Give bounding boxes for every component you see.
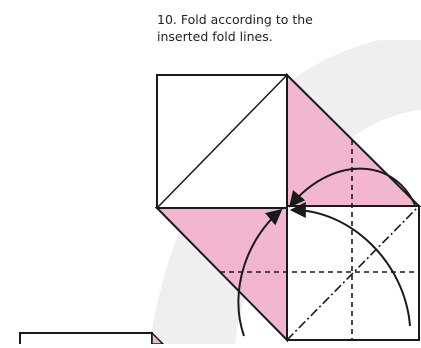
fold-arrow-top-right [288, 167, 416, 208]
step-instruction: 10. Fold according to the inserted fold … [157, 11, 357, 45]
next-step-partial-outline [19, 332, 153, 344]
instruction-line-2: inserted fold lines. [157, 29, 273, 44]
fold-arrow-bottom-right [289, 202, 411, 327]
fold-arrow-bottom-left [237, 208, 283, 337]
instruction-line-1: 10. Fold according to the [157, 12, 313, 27]
top-left-diagonal [156, 74, 288, 209]
mountain-fold-diagonal [286, 205, 420, 341]
